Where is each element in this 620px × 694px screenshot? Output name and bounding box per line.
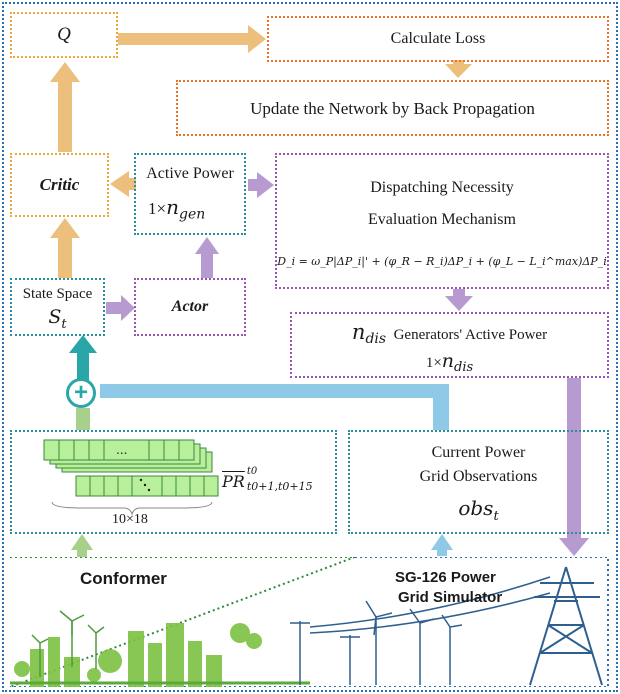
calculate-loss-box: Calculate Loss [267,16,609,62]
combine-plus-icon: + [66,378,96,408]
arrow-critic-to-q [50,62,80,152]
q-box: Q [10,12,118,58]
bottom-panel-graphic [10,557,609,687]
arrow-active-to-dispatch [248,172,274,198]
actor-box: Actor [134,278,246,336]
simulator-line1: SG-126 Power [395,569,496,586]
green-city-illustration [14,623,262,687]
ndis-line2: 1×ndis [425,350,474,375]
arrow-state-to-actor [106,295,135,321]
dispatching-line1: Dispatching Necessity [370,179,514,196]
transmission-tower-icon [529,566,603,686]
arrow-conformer-to-matrix [71,534,93,557]
simulator-line2: Grid Simulator [398,589,503,606]
active-power-label: Active Power [146,165,234,182]
active-power-dim: 1×ngen [148,195,206,223]
dispatching-box: Dispatching Necessity Evaluation Mechani… [275,153,609,289]
arrow-q-to-loss [118,25,266,53]
actor-label: Actor [171,298,209,315]
blue-grid-illustration [290,576,551,685]
arrow-simulator-to-obs [431,534,453,556]
update-network-label: Update the Network by Back Propagation [250,99,535,118]
ndis-line1: ndis Generators' Active Power [351,320,548,347]
green-wind-turbines [31,610,105,677]
arrow-obs-to-combine [100,384,449,430]
forecast-matrix-box: ... PR t0 t0+1,t0+15 10×18 [10,430,337,534]
update-network-box: Update the Network by Back Propagation [176,80,609,136]
active-power-box: Active Power 1×ngen [134,153,246,235]
pr-forecast-label: PR t0 t0+1,t0+15 [222,466,313,493]
critic-label: Critic [39,175,80,194]
observations-box: Current Power Grid Observations obst [348,430,609,534]
arrow-actor-to-active [195,237,219,278]
dispatch-formula: D_i = ω_P|ΔP_i|' + (φ_R − R_i)ΔP_i + (φ_… [277,255,607,268]
ndis-box: ndis Generators' Active Power 1×ndis [290,312,609,378]
arrow-combine-to-state [69,335,97,380]
state-space-label: State Space [22,286,93,302]
arrow-loss-to-update [445,60,472,78]
arrow-pr-to-combine [76,408,90,430]
observations-line2: Grid Observations [419,468,538,485]
arrow-state-to-critic [50,218,80,278]
state-space-symbol: St [48,306,67,332]
state-space-box: State Space St [10,278,105,336]
q-label: Q [57,24,71,45]
matrix-ellipsis: ... [116,443,127,457]
arrow-ndis-to-simulator [559,378,589,556]
observations-symbol: obst [458,496,499,524]
matrix-dims: 10×18 [112,512,148,527]
calculate-loss-label: Calculate Loss [390,30,486,47]
matrix-stack-graphic: ... [43,439,219,516]
critic-box: Critic [10,153,109,217]
arrow-active-to-critic [110,171,136,197]
observations-line1: Current Power [431,444,526,461]
bottom-panels: Conformer SG-126 Power Grid Simulator [10,557,610,687]
conformer-label: Conformer [80,569,167,588]
dispatching-line2: Evaluation Mechanism [368,211,516,228]
arrow-dispatch-to-ndis [445,289,473,311]
